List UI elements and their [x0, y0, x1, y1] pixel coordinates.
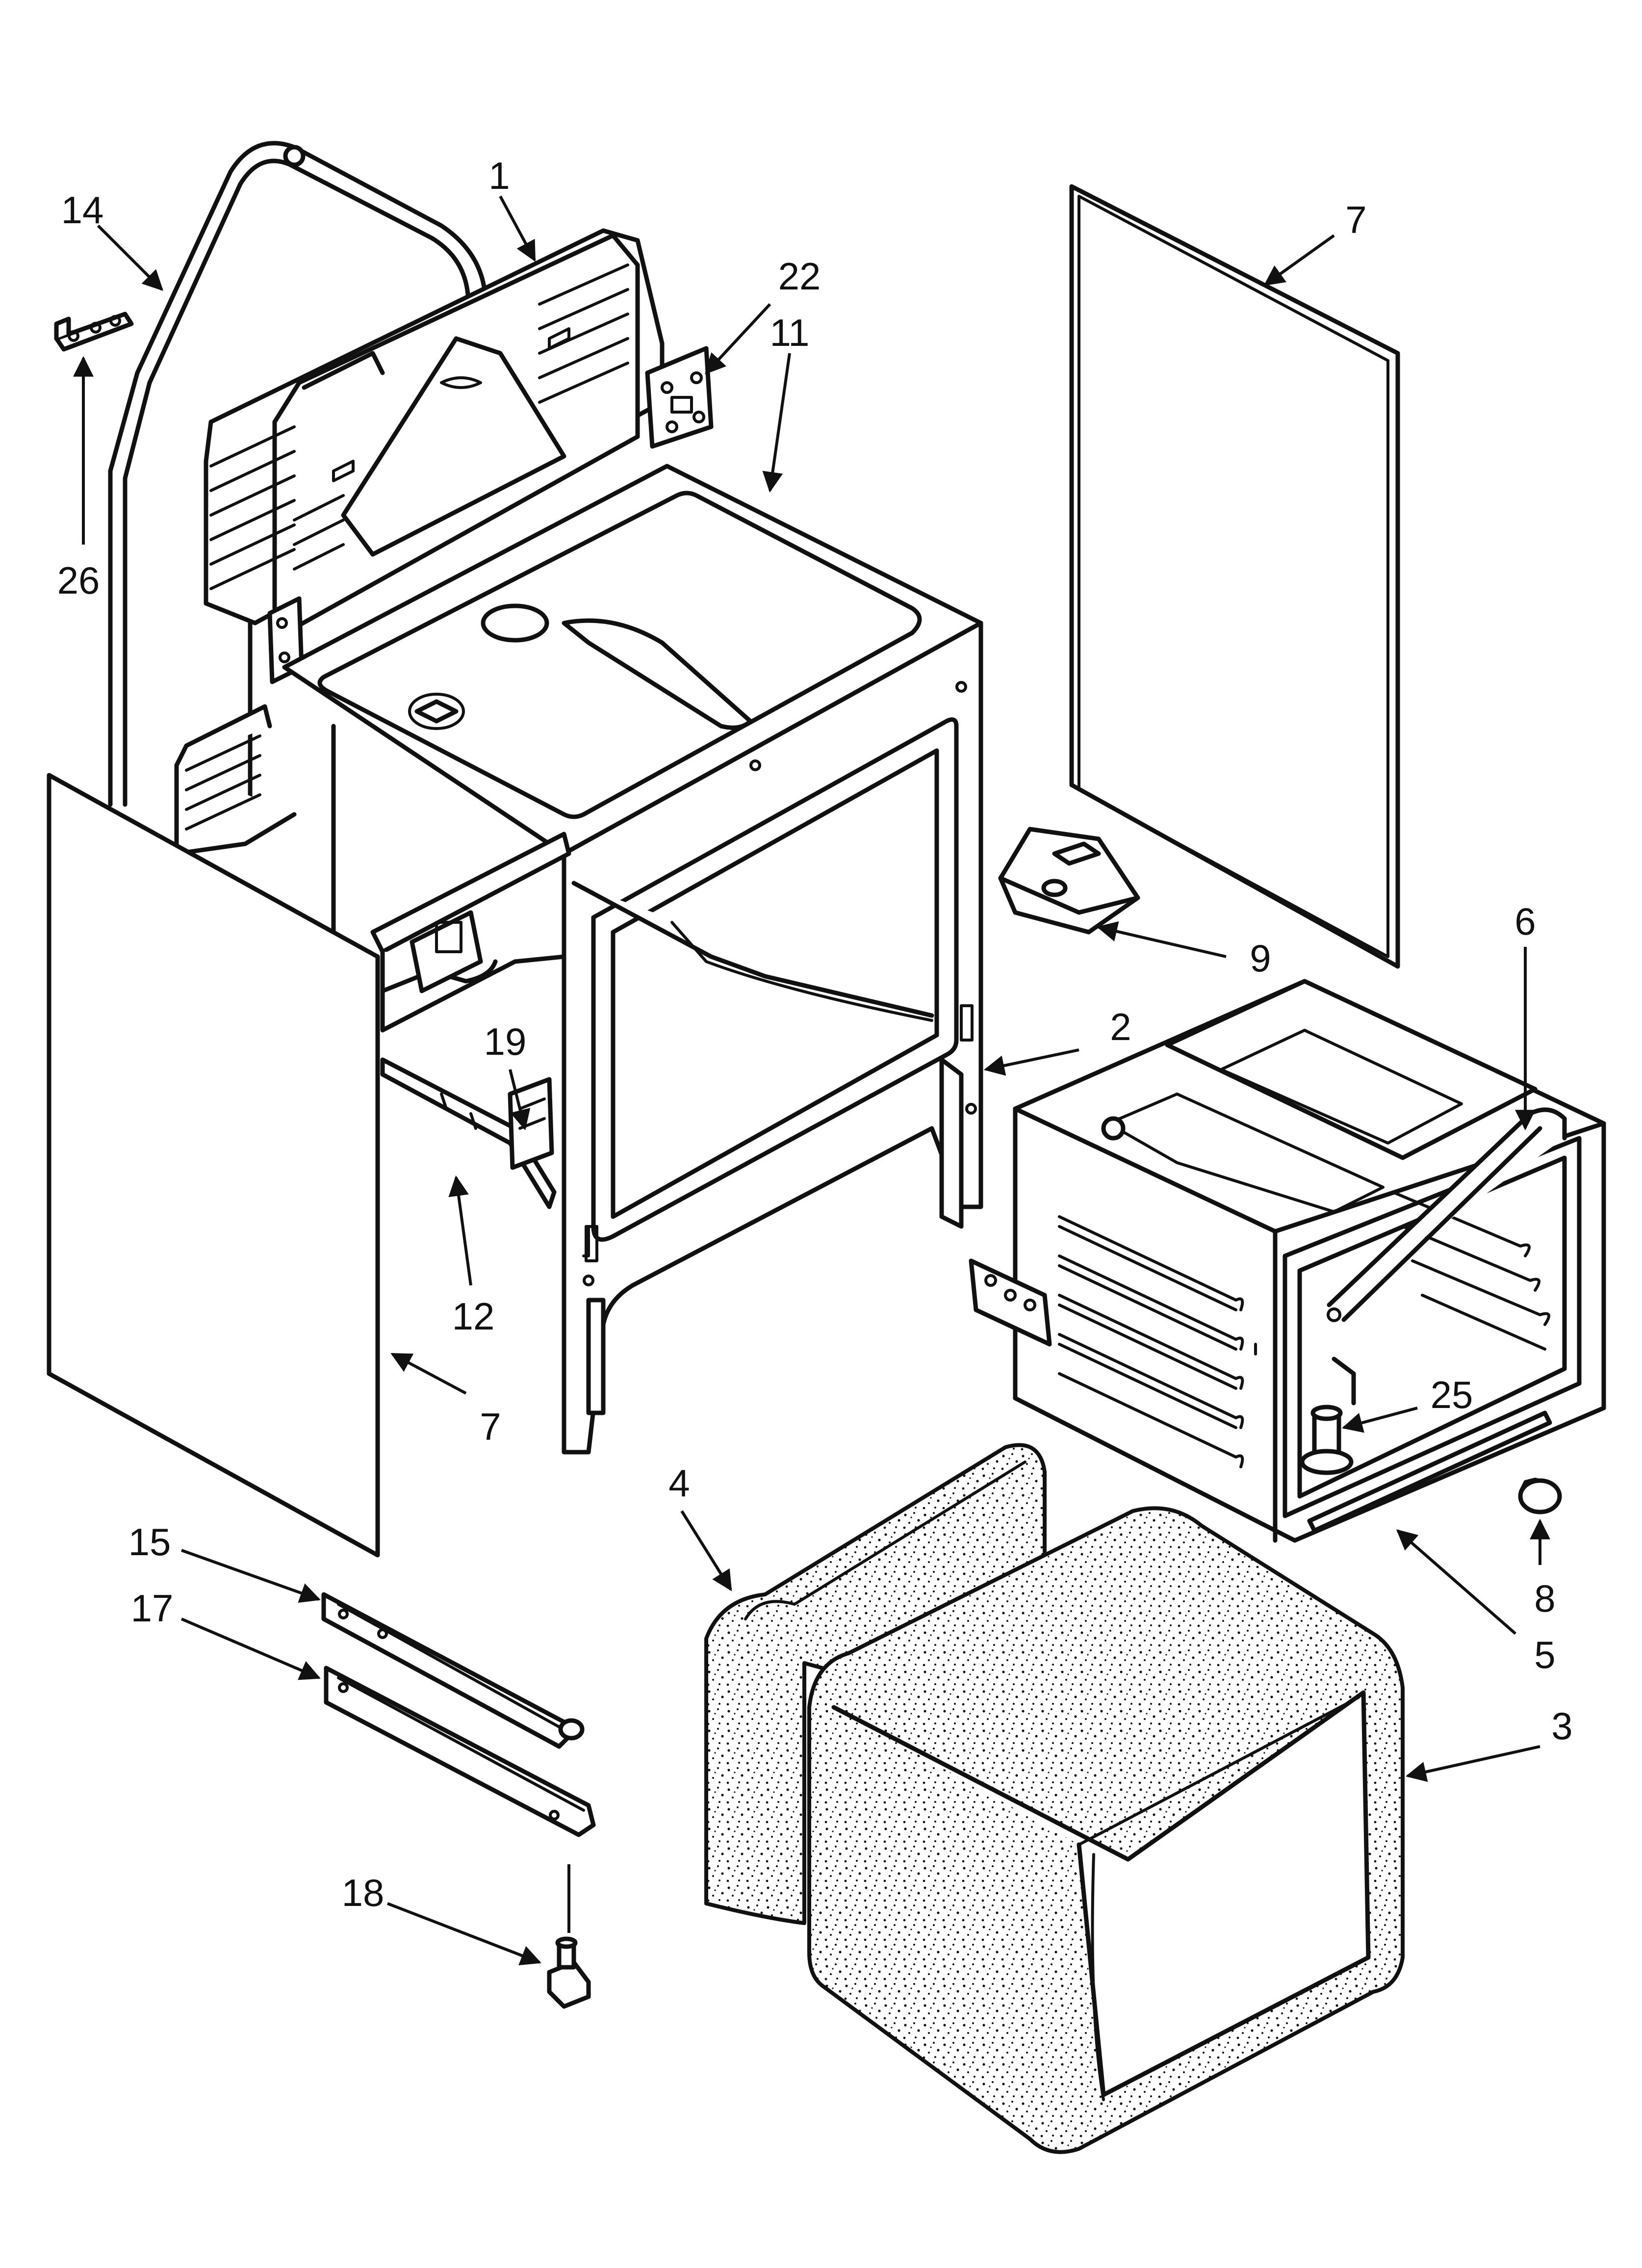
callout-2: 2: [1110, 1005, 1131, 1048]
callout-26: 26: [57, 559, 100, 602]
leader-5: [1396, 1529, 1516, 1635]
callout-22: 22: [778, 255, 821, 298]
callout-15: 15: [128, 1520, 171, 1564]
callout-4: 4: [668, 1461, 690, 1505]
insulation-pad: [704, 1443, 1047, 1925]
leader-18: [386, 1902, 541, 1965]
leveling-leg: [547, 1936, 591, 2009]
leader-1: [499, 195, 536, 262]
callout-3: 3: [1551, 1704, 1572, 1747]
rail-17: [324, 1666, 596, 1837]
main-cabinet-frame: [174, 464, 983, 1455]
callout-6: 6: [1514, 900, 1536, 943]
insulation-blanket: [807, 1506, 1405, 2154]
callout-8: 8: [1534, 1577, 1555, 1620]
callout-1: 1: [488, 154, 510, 197]
leader-12: [448, 1175, 472, 1286]
knob-cap: [1518, 1478, 1562, 1514]
leader-7b: [390, 1353, 467, 1395]
callout-14: 14: [61, 188, 104, 232]
rear-panel: [204, 228, 665, 630]
oven-cavity: [969, 979, 1606, 1543]
callout-5: 5: [1534, 1633, 1555, 1676]
leader-4: [680, 1510, 732, 1591]
callout-labels: 1 2 3 4 5 6 7 7 8 9 11 12 14 15 17 18 19…: [57, 154, 1573, 1914]
small-bracket: [54, 312, 134, 352]
leader-17: [180, 1617, 321, 1680]
leader-19: [509, 1069, 531, 1131]
callout-25: 25: [1431, 1373, 1473, 1416]
right-side-panel-inner: [1078, 195, 1389, 958]
callout-9: 9: [1250, 937, 1271, 980]
leader-2: [983, 1048, 1079, 1076]
callout-18: 18: [342, 1871, 385, 1914]
leader-22: [705, 303, 771, 375]
callout-12: 12: [452, 1295, 495, 1338]
burner-orifice: [1300, 1356, 1356, 1475]
leader-lines: [73, 195, 1550, 1965]
burner-base: [998, 827, 1140, 935]
right-side-panel: [1069, 184, 1400, 969]
callout-17: 17: [131, 1587, 174, 1630]
left-side-panel-shape: [47, 773, 380, 1558]
leader-14: [97, 224, 163, 291]
hinge-plate: [645, 346, 714, 449]
leader-11: [762, 353, 791, 493]
leader-25: [1341, 1407, 1418, 1433]
leader-15: [180, 1549, 321, 1603]
leader-9: [1096, 921, 1227, 958]
callout-7a: 7: [1345, 198, 1366, 241]
leader-7a: [1263, 234, 1335, 286]
callout-7b: 7: [480, 1405, 501, 1448]
leader-3: [1405, 1745, 1540, 1782]
rail-15: [321, 1592, 585, 1749]
insulation-pad-fold: [744, 1460, 1026, 1620]
callout-19: 19: [484, 1020, 527, 1063]
callout-11: 11: [770, 311, 810, 354]
